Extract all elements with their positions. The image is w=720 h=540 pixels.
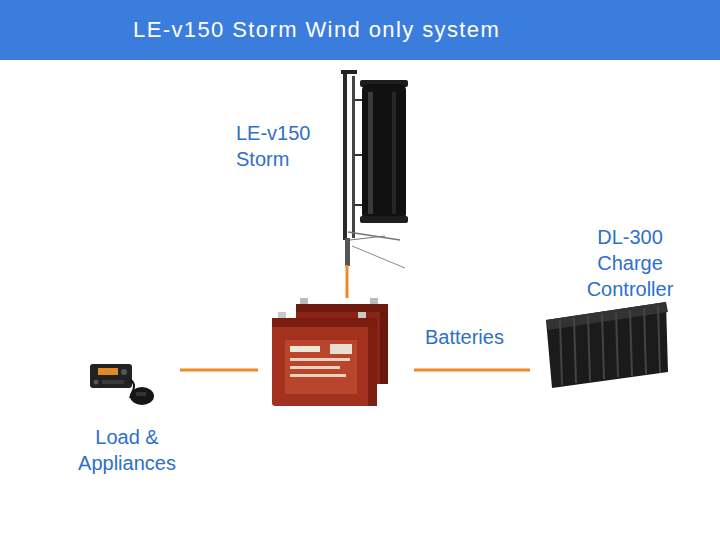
controller-node: DL-300 Charge Controller xyxy=(530,308,670,388)
diagram-title: LE-v150 Storm Wind only system xyxy=(133,17,500,43)
node-label: Load & Appliances xyxy=(72,424,182,476)
node-label: Batteries xyxy=(425,324,504,350)
turbine-node: LE-v150 Storm xyxy=(335,68,415,265)
battery-node: Batteries xyxy=(258,298,414,407)
battery-bank xyxy=(272,298,388,406)
power-wire xyxy=(180,369,258,372)
node-label: DL-300 Charge Controller xyxy=(575,224,685,302)
power-wire xyxy=(414,369,530,372)
node-label: LE-v150 Storm xyxy=(236,120,331,172)
power-wire xyxy=(346,265,349,298)
charge-controller xyxy=(546,302,668,388)
marine-radio xyxy=(90,364,154,405)
load-node: Load & Appliances xyxy=(85,358,180,408)
wind-turbine xyxy=(341,70,408,268)
